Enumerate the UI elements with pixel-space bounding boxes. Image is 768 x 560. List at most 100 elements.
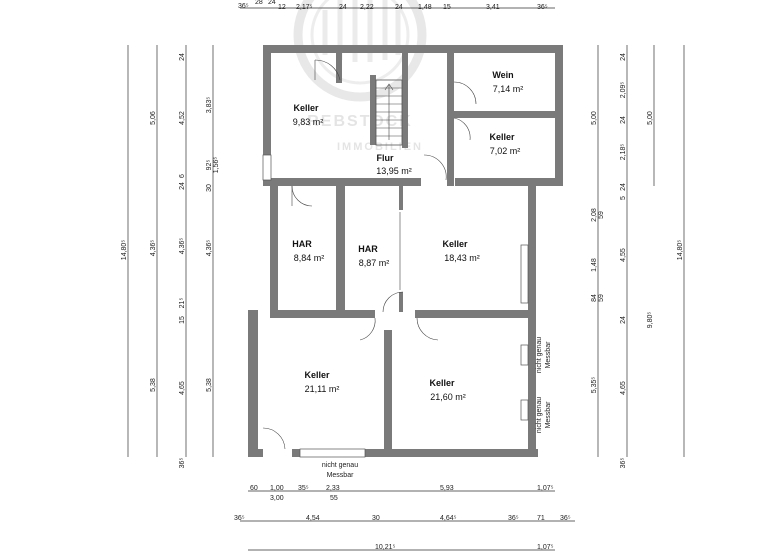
note-right2-line1: nicht genau	[536, 397, 543, 433]
note-bottom-line2: Messbar	[327, 472, 355, 479]
dim-left-c3-3: 24	[179, 182, 186, 190]
dim-bottom-r1-2: 35⁵	[298, 485, 309, 492]
dim-right-c1-7: 59	[598, 211, 605, 219]
note-bottom-line1: nicht genau	[322, 462, 358, 469]
dim-top-3: 12	[278, 4, 286, 11]
dim-right-c1-14: 5,35⁵	[591, 377, 598, 394]
dim-right-c1-4: 24	[620, 183, 627, 191]
dim-left-c3-5: 15	[179, 316, 186, 324]
dim-left-c3-7: 4,65	[179, 381, 186, 395]
dim-bottom-r2-2: 30	[372, 515, 380, 522]
dim-left-c3-8: 36⁵	[179, 458, 186, 469]
dim-top-2: 24	[268, 0, 276, 6]
dim-left-c4-1: 1,56⁵	[213, 157, 220, 174]
dim-bottom-r1b-0: 3,00	[270, 495, 284, 502]
dim-bottom-r1-4: 5,93	[440, 485, 454, 492]
dim-top-10: 3,41	[486, 4, 500, 11]
room-name-har-2: HAR	[358, 244, 378, 254]
dim-right-c1-3: 2,18⁵	[620, 144, 627, 161]
dim-left-c4-2: 92⁵	[206, 160, 213, 171]
dim-top-11: 36⁵	[537, 4, 548, 11]
dim-left-c4-5: 5,38	[206, 378, 213, 392]
dim-right-c1-1: 2,09⁵	[620, 82, 627, 99]
room-name-keller-3: Keller	[442, 239, 468, 249]
dim-bottom-r1-1: 1,00	[270, 485, 284, 492]
dim-bottom-r2-1: 4,54	[306, 515, 320, 522]
dim-bottom-r2-5: 71	[537, 515, 545, 522]
room-labels: Keller 9,83 m² Wein 7,14 m² Keller 7,02 …	[292, 70, 523, 402]
dim-right-c1-0: 24	[620, 53, 627, 61]
dim-left-c3-6: 21⁵	[179, 298, 186, 309]
room-name-flur: Flur	[377, 153, 394, 163]
room-area-keller-3: 18,43 m²	[444, 253, 480, 263]
room-name-keller-4: Keller	[304, 370, 330, 380]
doors	[262, 59, 477, 450]
staircase	[375, 79, 403, 146]
dim-bottom-r3-1: 1,07⁵	[537, 544, 554, 551]
dimension-labels: 36⁵ 28 24 12 2,17⁵ 24 2,22 24 1,48 15 3,…	[121, 0, 684, 551]
room-area-keller-1: 9,83 m²	[293, 117, 324, 127]
dim-left-c2-0: 5,06	[150, 111, 157, 125]
dim-right-c1-8: 4,55	[620, 248, 627, 262]
dim-top-6: 2,22	[360, 4, 374, 11]
dim-right-c1-5: 5	[620, 196, 627, 200]
dim-left-c3-0: 24	[179, 53, 186, 61]
watermark-logo: REBSTOCK IMMOBILIEN	[293, 0, 427, 153]
room-area-har-2: 8,87 m²	[359, 258, 390, 268]
dim-top-0: 36⁵	[238, 3, 249, 10]
dim-bottom-r1-3: 2,33	[326, 485, 340, 492]
dim-bottom-r2-3: 4,64⁵	[440, 515, 457, 522]
dim-right-c1-13: 4,65	[620, 381, 627, 395]
dim-right-c1-10: 84	[591, 294, 598, 302]
dim-right-c1-12: 24	[620, 316, 627, 324]
walls	[248, 45, 563, 458]
dim-top-4: 2,17⁵	[296, 4, 313, 11]
room-area-keller-5: 21,60 m²	[430, 392, 466, 402]
dim-right-c2-2: 9,80⁵	[647, 312, 654, 329]
dim-right-c2-0: 5,00	[591, 111, 598, 125]
dim-right-c1-9: 1,48	[591, 258, 598, 272]
dim-right-c1-11: 59	[598, 294, 605, 302]
room-area-keller-4: 21,11 m²	[305, 384, 340, 394]
note-right1-line2: Messbar	[545, 341, 552, 369]
dim-left-c4-4: 4,36⁵	[206, 240, 213, 257]
room-name-keller-5: Keller	[429, 378, 455, 388]
watermark-text-line1: REBSTOCK	[307, 113, 413, 130]
watermark-text-line2: IMMOBILIEN	[337, 141, 423, 153]
dim-left-c2-1: 4,36⁵	[150, 240, 157, 257]
dim-bottom-r2-0: 36⁵	[234, 515, 245, 522]
dim-left-total: 14,80⁵	[121, 240, 128, 261]
dim-left-c2-2: 5,38	[150, 378, 157, 392]
dim-top-1: 28	[255, 0, 263, 6]
dim-left-c3-4: 4,36⁵	[179, 238, 186, 255]
dimension-lines	[127, 7, 685, 551]
room-name-wein: Wein	[492, 70, 513, 80]
dim-left-c3-2: 6	[179, 174, 186, 178]
dim-right-c1-6: 2,08	[591, 208, 598, 222]
room-name-keller-2: Keller	[489, 132, 515, 142]
notes: nicht genau Messbar nicht genau Messbar …	[322, 337, 552, 479]
dim-right-c2-1: 5,00	[647, 111, 654, 125]
dim-top-8: 1,48	[418, 4, 432, 11]
room-name-keller-1: Keller	[293, 103, 319, 113]
dim-right-c2-3: 14,80⁵	[677, 240, 684, 261]
dim-top-9: 15	[443, 4, 451, 11]
dim-bottom-r2-4: 36⁵	[508, 515, 519, 522]
dim-bottom-r3-0: 10,21⁵	[375, 544, 396, 551]
dim-bottom-r1-5: 1,07⁵	[537, 485, 554, 492]
dim-top-5: 24	[339, 4, 347, 11]
room-name-har-1: HAR	[292, 239, 312, 249]
dim-top-7: 24	[395, 4, 403, 11]
note-right1-line1: nicht genau	[536, 337, 543, 373]
dim-right-c1-15: 36⁵	[620, 458, 627, 469]
room-area-keller-2: 7,02 m²	[490, 146, 521, 156]
dim-bottom-r1-0: 60	[250, 485, 258, 492]
dim-left-c3-1: 4,52	[179, 111, 186, 125]
room-area-wein: 7,14 m²	[493, 84, 524, 94]
room-area-flur: 13,95 m²	[376, 166, 412, 176]
dim-left-c4-3: 30	[206, 184, 213, 192]
dim-right-c1-2: 24	[620, 116, 627, 124]
note-right2-line2: Messbar	[545, 401, 552, 429]
room-area-har-1: 8,84 m²	[294, 253, 325, 263]
